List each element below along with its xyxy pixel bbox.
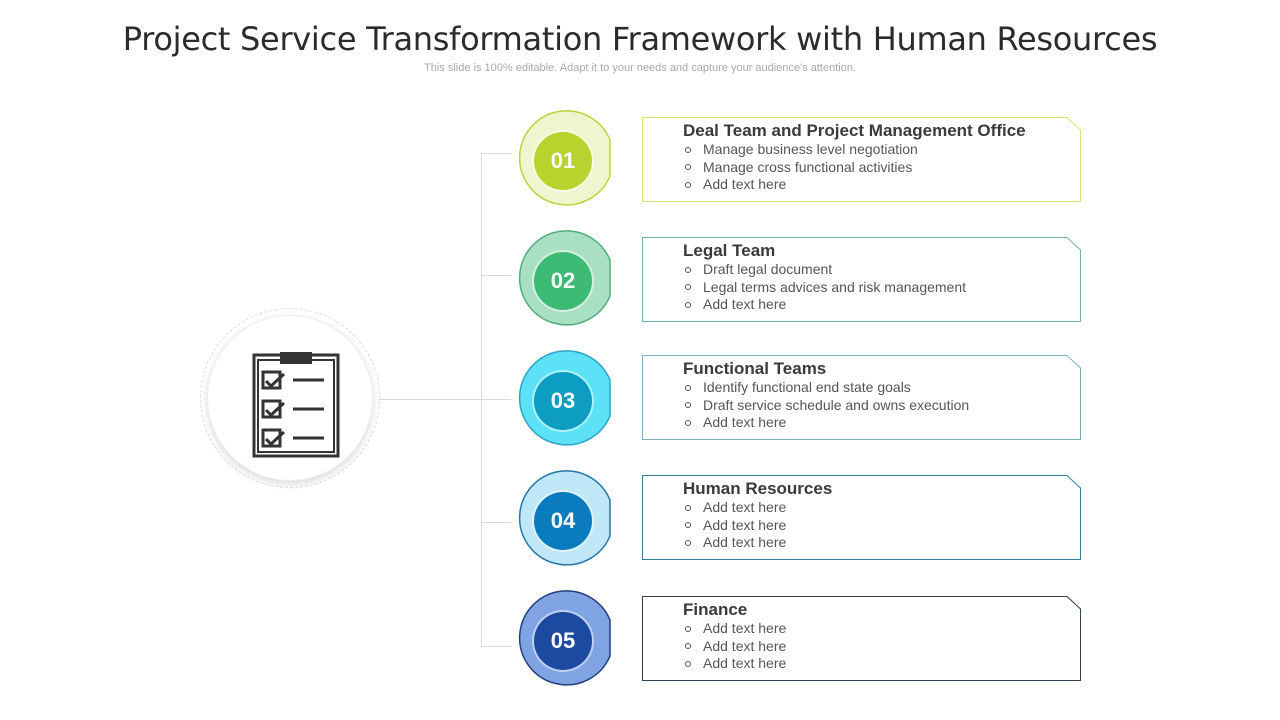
- card-title: Finance: [683, 600, 748, 619]
- bullet-item: Add text here: [683, 296, 966, 314]
- card-frame: [642, 355, 1081, 440]
- bullet-item: Add text here: [683, 517, 832, 535]
- stage-number: 03: [534, 372, 592, 430]
- bullet-text: Draft legal document: [703, 261, 833, 277]
- bullet-circle-icon: [685, 643, 691, 650]
- bullet-text: Add text here: [703, 637, 787, 654]
- bullet-circle-icon: [685, 384, 691, 391]
- central-hub: [200, 308, 380, 488]
- slide-subtitle: This slide is 100% editable. Adapt it to…: [424, 62, 856, 74]
- stage-number: 02: [534, 252, 592, 310]
- card-title: Human Resources: [683, 479, 833, 498]
- card-frame: [642, 596, 1081, 681]
- bullet-circle-icon: [685, 522, 691, 529]
- bullet-text: Add text here: [703, 499, 787, 515]
- stage-number: 05: [534, 612, 592, 670]
- bullet-circle-icon: [685, 504, 691, 511]
- bullet-item: Identify functional end state goals: [683, 379, 969, 397]
- bullet-item: Legal terms advices and risk management: [683, 279, 966, 297]
- bullet-item: Add text here: [683, 534, 832, 552]
- stage-marker-05: 05: [510, 588, 625, 688]
- bullet-circle-icon: [685, 146, 691, 153]
- bullet-item: Add text here: [683, 176, 1026, 194]
- card-title: Functional Teams: [683, 359, 827, 378]
- bullet-circle-icon: [685, 284, 691, 291]
- bullet-circle-icon: [685, 164, 691, 171]
- branch-05: [481, 646, 511, 647]
- vertical-spine: [481, 153, 482, 647]
- stage-number: 04: [534, 492, 592, 550]
- bullet-text: Add text here: [703, 176, 787, 192]
- bullet-item: Add text here: [683, 655, 786, 673]
- card-frame: [642, 237, 1081, 322]
- bullet-text: Manage business level negotiation: [703, 141, 918, 157]
- branch-04: [481, 522, 511, 523]
- bullet-item: Draft service schedule and owns executio…: [683, 397, 969, 415]
- clipboard-checklist-icon: [252, 352, 340, 458]
- stage-marker-01: 01: [510, 108, 625, 208]
- bullet-circle-icon: [685, 625, 691, 632]
- bullet-circle-icon: [685, 301, 691, 308]
- stage-marker-02: 02: [510, 228, 625, 328]
- bullet-circle-icon: [685, 660, 691, 667]
- card-frame: [642, 475, 1081, 560]
- bullet-item: Add text here: [683, 638, 786, 656]
- slide-title: Project Service Transformation Framework…: [122, 20, 1158, 58]
- card-title: Legal Team: [683, 241, 776, 260]
- bullet-item: Draft legal document: [683, 261, 966, 279]
- bullet-text: Manage cross functional activities: [703, 158, 913, 175]
- bullet-item: Add text here: [683, 620, 786, 638]
- bullet-text: Legal terms advices and risk management: [703, 278, 967, 295]
- bullet-text: Add text here: [703, 620, 787, 636]
- bullet-circle-icon: [685, 181, 691, 188]
- bullet-circle-icon: [685, 402, 691, 409]
- bullet-circle-icon: [685, 419, 691, 426]
- bullet-circle-icon: [685, 539, 691, 546]
- hub-circle: [207, 315, 373, 481]
- stage-number: 01: [534, 132, 592, 190]
- bullet-item: Manage business level negotiation: [683, 141, 1026, 159]
- bullet-item: Manage cross functional activities: [683, 159, 1026, 177]
- bullet-text: Add text here: [703, 655, 787, 671]
- bullet-text: Add text here: [703, 414, 787, 430]
- stage-marker-04: 04: [510, 468, 625, 568]
- card-title: Deal Team and Project Management Office: [683, 121, 1026, 140]
- branch-03: [481, 399, 511, 400]
- bullet-item: Add text here: [683, 414, 969, 432]
- branch-02: [481, 275, 511, 276]
- bullet-circle-icon: [685, 266, 691, 273]
- branch-01: [481, 153, 511, 154]
- bullet-text: Add text here: [703, 296, 787, 312]
- hub-connector: [380, 399, 482, 400]
- bullet-text: Add text here: [703, 516, 787, 533]
- bullet-item: Add text here: [683, 499, 832, 517]
- card-frame: [642, 117, 1081, 202]
- stage-marker-03: 03: [510, 348, 625, 448]
- bullet-text: Add text here: [703, 534, 787, 550]
- bullet-text: Draft service schedule and owns executio…: [703, 396, 970, 413]
- bullet-text: Identify functional end state goals: [703, 379, 911, 395]
